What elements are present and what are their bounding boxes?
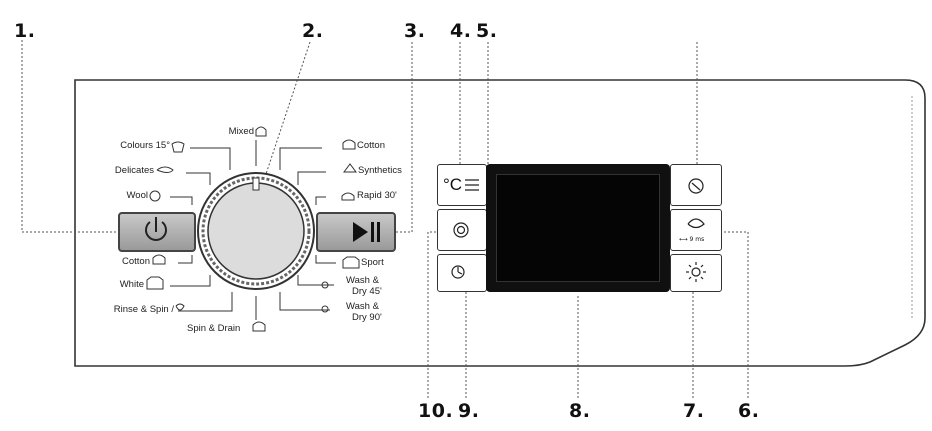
callout-6: 6.: [738, 400, 760, 422]
callout-3: 3.: [404, 20, 426, 42]
sun-icon-45: [321, 281, 329, 289]
panel-outline: [74, 79, 926, 367]
start-pause-button[interactable]: [316, 212, 396, 252]
spin-drain-icon: [252, 321, 266, 332]
program-wash-dry-90-line1: Wash &: [346, 301, 379, 312]
program-sport: Sport: [361, 257, 384, 268]
soil-level-button[interactable]: [437, 209, 487, 251]
callout-1: 1.: [14, 20, 36, 42]
program-rapid: Rapid 30': [357, 190, 397, 201]
callout-4: 4.: [450, 20, 472, 42]
wool-icon: [149, 190, 161, 202]
synthetics-icon: [343, 163, 357, 173]
program-white: White: [119, 279, 144, 290]
program-wash-dry-45-line1: Wash &: [346, 275, 379, 286]
colours-icon: [171, 141, 185, 153]
mixed-icon: [255, 126, 267, 137]
sun-icon-90: [321, 305, 329, 313]
program-wool: Wool: [126, 190, 148, 201]
eco-button-sublabel: ⟷ 9 ms: [679, 236, 705, 243]
rinse-spin-icon: [175, 303, 185, 311]
program-rinse-spin: Rinse & Spin /: [113, 304, 174, 315]
callout-9: 9.: [458, 400, 480, 422]
program-wash-dry-90-line2: Dry 90': [352, 312, 382, 323]
program-wash-dry-45-line2: Dry 45': [352, 286, 382, 297]
temperature-symbol: °C: [443, 175, 463, 194]
program-colours: Colours 15°: [120, 140, 170, 151]
delicates-icon: [156, 166, 174, 173]
delay-end-button[interactable]: [437, 254, 487, 292]
callout-10: 10.: [418, 400, 454, 422]
rapid-icon: [341, 192, 355, 201]
callout-8: 8.: [569, 400, 591, 422]
program-cotton-eco: Cotton: [122, 256, 150, 267]
eco-button[interactable]: ⟷ 9 ms: [670, 209, 722, 251]
program-synthetics: Synthetics: [358, 165, 402, 176]
cotton-icon: [342, 139, 356, 150]
program-spin-drain: Spin & Drain: [187, 323, 241, 334]
cotton-eco-icon: [152, 254, 166, 265]
program-delicates: Delicates: [114, 165, 154, 176]
drum-light-button[interactable]: [670, 254, 722, 292]
program-dial: [207, 182, 305, 280]
display-screen: [486, 164, 670, 292]
steam-button[interactable]: [670, 164, 722, 206]
dial-indicator: [252, 177, 260, 191]
temperature-button[interactable]: °C: [437, 164, 487, 206]
power-button[interactable]: [118, 212, 196, 252]
white-icon: [146, 276, 164, 290]
callout-7: 7.: [683, 400, 705, 422]
callout-2: 2.: [302, 20, 324, 42]
callout-5: 5.: [476, 20, 498, 42]
dial-program-lines: [170, 140, 336, 320]
program-cotton: Cotton: [357, 140, 385, 151]
sport-icon: [342, 256, 360, 269]
program-mixed: Mixed: [228, 126, 254, 137]
